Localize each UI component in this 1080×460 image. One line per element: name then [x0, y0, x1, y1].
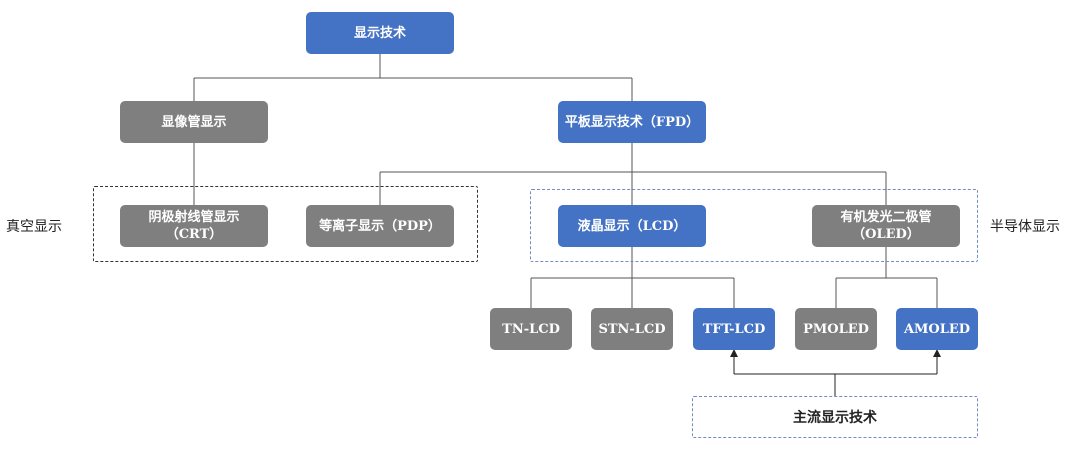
node-display-technology: 显示技术	[306, 12, 454, 54]
node-oled: 有机发光二极管 （OLED）	[812, 205, 960, 247]
node-stn-lcd: STN-LCD	[591, 308, 673, 350]
node-flat-panel-display: 平板显示技术（FPD）	[558, 101, 706, 143]
node-label-line2: （CRT）	[165, 227, 223, 242]
label-vacuum-display: 真空显示	[6, 219, 62, 235]
node-label: TN-LCD	[502, 321, 560, 337]
node-amoled: AMOLED	[896, 308, 978, 350]
node-label: 平板显示技术（FPD）	[564, 114, 700, 130]
node-label-line1: 有机发光二极管	[840, 210, 932, 225]
node-label: AMOLED	[903, 321, 971, 337]
mainstream-label: 主流显示技术	[793, 410, 877, 426]
node-label: STN-LCD	[598, 321, 666, 337]
node-label-line2: （OLED）	[852, 227, 920, 242]
node-crt-tube-display: 显像管显示	[120, 101, 268, 143]
mainstream-display-technology-box: 主流显示技术	[692, 396, 978, 438]
node-label: 等离子显示（PDP）	[319, 218, 441, 234]
semiconductor-display-group	[530, 189, 978, 262]
node-lcd: 液晶显示（LCD）	[558, 205, 706, 247]
node-tft-lcd: TFT-LCD	[693, 308, 775, 350]
node-label: 显像管显示	[161, 114, 227, 130]
node-label: 显示技术	[353, 25, 406, 41]
node-tn-lcd: TN-LCD	[490, 308, 572, 350]
label-semiconductor-display: 半导体显示	[990, 219, 1060, 235]
node-pdp: 等离子显示（PDP）	[306, 205, 454, 247]
node-label-line1: 阴极射线管显示	[148, 210, 240, 225]
node-label: PMOLED	[803, 321, 869, 337]
node-crt: 阴极射线管显示 （CRT）	[120, 205, 268, 247]
node-label: 液晶显示（LCD）	[577, 218, 687, 234]
node-label: TFT-LCD	[702, 321, 766, 337]
node-pmoled: PMOLED	[795, 308, 877, 350]
vacuum-display-group	[93, 186, 478, 262]
